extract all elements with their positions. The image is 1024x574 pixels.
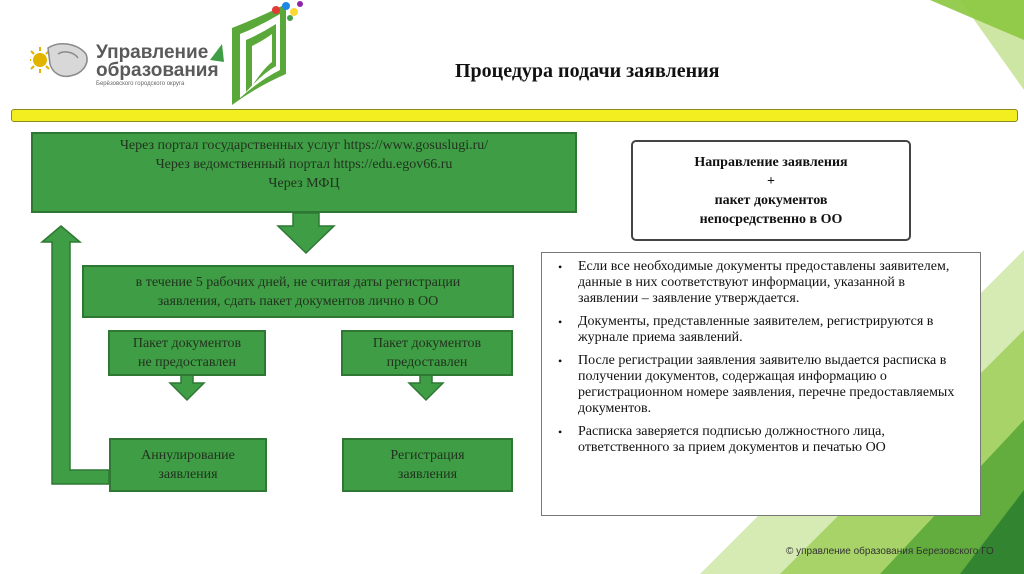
logo-subtitle: Берёзовского городского округа — [96, 81, 185, 87]
info-item: •После регистрации заявления заявителю в… — [558, 353, 955, 416]
info-item: •Если все необходимые документы предоста… — [558, 259, 950, 306]
annulment-box: Аннулирование заявления — [109, 438, 267, 492]
book-emblem-icon — [232, 1, 303, 105]
info-item: •Расписка заверяется подписью должностно… — [558, 424, 886, 455]
submission-channels-box: Через портал государственных услуг https… — [31, 132, 577, 213]
logo-emblem — [30, 42, 224, 78]
info-item: •Документы, представленные заявителем, р… — [558, 314, 934, 345]
direct-submission-box: Направление заявления + пакет документов… — [631, 140, 911, 241]
return-arrow — [39, 225, 110, 485]
page-title: Процедура подачи заявления — [455, 60, 720, 82]
down-arrow-main — [276, 212, 336, 255]
down-arrow-provided — [407, 373, 445, 402]
copyright-footer: © управление образования Березовского ГО — [786, 546, 994, 557]
provided-box: Пакет документов предоставлен — [341, 330, 513, 376]
not-provided-box: Пакет документов не предоставлен — [108, 330, 266, 376]
channel-egov66: Через ведомственный портал https://edu.e… — [155, 157, 453, 172]
channel-gosuslugi: Через портал государственных услуг https… — [119, 138, 489, 153]
procedure-info-panel: •Если все необходимые документы предоста… — [541, 252, 981, 516]
logo-title: Управление образования — [96, 42, 219, 81]
deadline-box: в течение 5 рабочих дней, не считая даты… — [82, 265, 514, 318]
registration-box: Регистрация заявления — [342, 438, 513, 492]
channel-mfc: Через МФЦ — [268, 176, 340, 191]
title-underline-bar — [11, 109, 1018, 122]
down-arrow-not-provided — [168, 373, 206, 402]
